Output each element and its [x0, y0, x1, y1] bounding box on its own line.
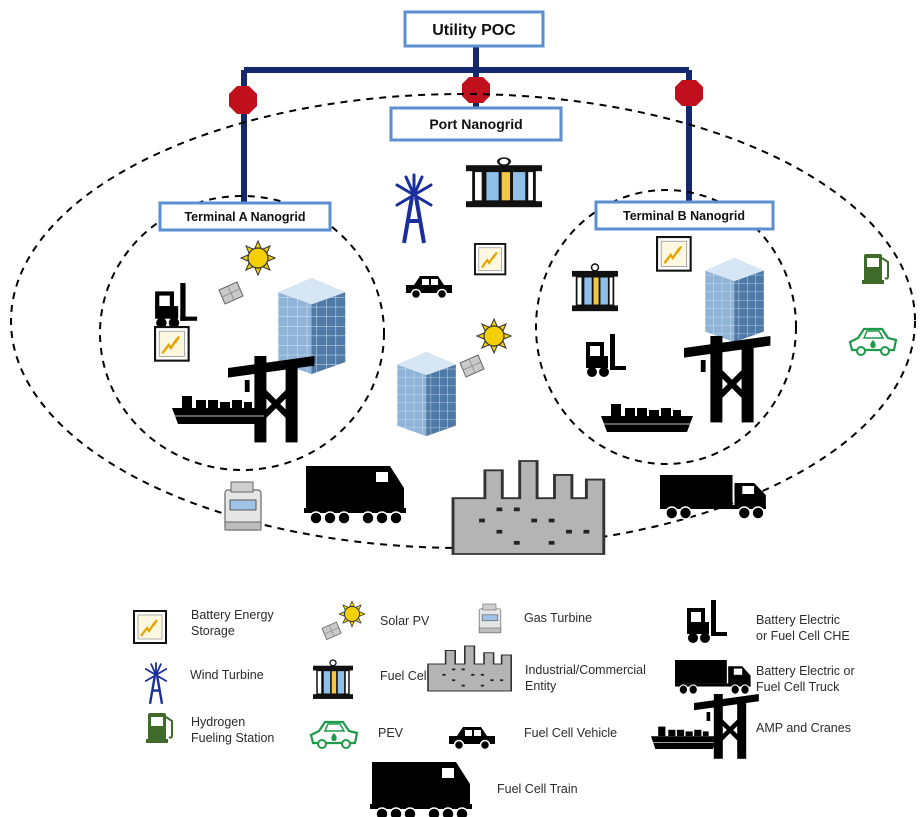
legend-truck-icon — [674, 659, 752, 695]
legend-wind-icon — [144, 661, 168, 705]
legend-solar-icon — [321, 621, 342, 640]
terminal-a-box: Terminal A Nanogrid — [158, 201, 332, 232]
fuel-cell-icon — [571, 263, 619, 313]
legend-label-che: Battery Electric or Fuel Cell CHE — [756, 613, 850, 643]
utility-poc-box: Utility POC — [403, 10, 545, 48]
port-nanogrid-box: Port Nanogrid — [389, 106, 563, 142]
legend-label-fcv: Fuel Cell Vehicle — [524, 726, 618, 740]
building-icon — [397, 352, 456, 436]
terminal-a-boundary — [99, 195, 385, 471]
train-icon — [303, 465, 407, 525]
legend-label-truck: Battery Electric or Fuel Cell Truck — [756, 664, 855, 694]
solar-panel-icon — [218, 281, 244, 305]
building-icon — [705, 258, 764, 342]
legend-crane-icon — [694, 694, 759, 759]
terminal-b-label: Terminal B Nanogrid — [623, 209, 745, 223]
legend-label-amp: AMP and Cranes — [756, 721, 851, 735]
legend-battery-icon — [132, 609, 168, 645]
terminal-a-label: Terminal A Nanogrid — [184, 210, 305, 224]
gas-turbine-icon — [224, 481, 262, 531]
sun-icon — [476, 318, 512, 354]
port-nanogrid-label: Port Nanogrid — [429, 116, 522, 132]
truck-icon — [659, 474, 767, 520]
legend-label-fuel-cell: Fuel Cell — [380, 669, 430, 683]
battery-icon — [153, 325, 190, 362]
legend-sun-icon — [338, 600, 366, 628]
terminal-b-box: Terminal B Nanogrid — [594, 200, 775, 231]
ship-icon — [171, 395, 265, 425]
legend-gas-turbine-icon — [478, 603, 502, 634]
legend-pev-icon — [309, 720, 359, 750]
breaker-icon — [229, 77, 703, 114]
battery-icon — [473, 242, 507, 276]
crane-icon — [684, 336, 770, 422]
legend-label-battery: Battery Energy Storage — [191, 608, 274, 638]
forklift-icon — [155, 283, 197, 328]
factory-icon — [451, 459, 606, 556]
legend-fuel-cell-icon — [312, 659, 354, 700]
legend-label-pev: PEV — [378, 726, 404, 740]
forklift-icon — [584, 332, 628, 379]
legend-label-hydrogen: Hydrogen Fueling Station — [191, 715, 275, 745]
legend-train-icon — [369, 761, 473, 817]
battery-icon — [655, 235, 692, 272]
fuel-cell-vehicle-icon — [405, 275, 453, 300]
legend-label-train: Fuel Cell Train — [497, 782, 578, 796]
wind-turbine-icon — [395, 173, 433, 245]
fuel-cell-icon — [464, 156, 544, 209]
solar-panel-icon — [459, 354, 485, 378]
pev-icon — [848, 327, 898, 357]
terminal-b-boundary — [535, 189, 797, 465]
legend-car-icon — [448, 726, 496, 751]
sun-icon — [240, 240, 276, 276]
legend-label-gas-turbine: Gas Turbine — [524, 611, 593, 625]
port-nanogrid-boundary — [10, 93, 916, 549]
utility-poc-label: Utility POC — [432, 22, 516, 39]
legend-label-industrial: Industrial/Commercial Entity — [525, 663, 646, 693]
ship-icon — [600, 403, 694, 433]
legend-factory-icon — [427, 645, 513, 692]
hydrogen-station-icon — [861, 253, 889, 285]
legend-label-wind: Wind Turbine — [190, 668, 264, 682]
legend-hydrogen-icon — [145, 712, 173, 744]
legend-label-solar: Solar PV — [380, 614, 430, 628]
legend-forklift-icon — [685, 598, 729, 645]
legend-ship-icon — [650, 726, 718, 750]
